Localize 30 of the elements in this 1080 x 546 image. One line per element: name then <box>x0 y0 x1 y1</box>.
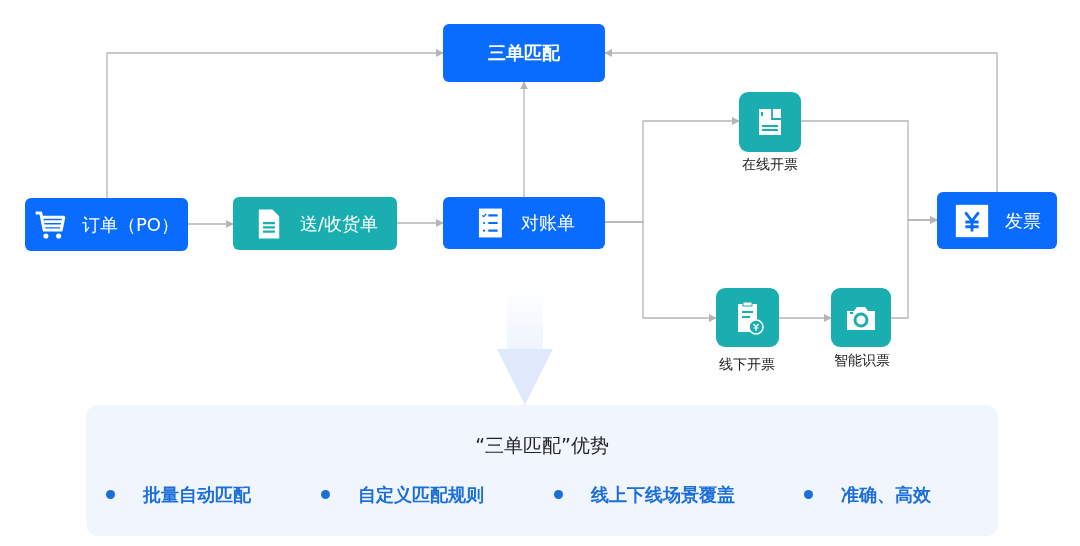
panel-title: “三单匹配”优势 <box>474 433 610 458</box>
bullet-item: 线上下线场景覆盖 <box>554 483 735 507</box>
arrow <box>396 219 444 227</box>
node-caption: 智能识票 <box>834 352 890 370</box>
arrow <box>520 81 528 198</box>
arrow <box>778 314 832 322</box>
process-box <box>937 192 1057 249</box>
bullet-item: 批量自动匹配 <box>106 483 251 507</box>
process-box <box>25 198 188 251</box>
arrow <box>604 49 998 193</box>
arrow <box>187 220 234 228</box>
panel-background <box>86 405 998 536</box>
node-caption: 线下开票 <box>719 356 775 374</box>
node-caption: 在线开票 <box>742 156 798 174</box>
box-label: 送/收货单 <box>299 211 379 236</box>
process-box <box>233 197 397 250</box>
process-box <box>443 197 605 249</box>
icon-tile <box>739 92 801 152</box>
process-box <box>443 24 605 82</box>
bullet-item: 准确、高效 <box>804 483 931 507</box>
bullet-item: 自定义匹配规则 <box>321 483 484 507</box>
icon-tile <box>831 288 891 347</box>
box-label: 对账单 <box>521 211 575 235</box>
box-label: 发票 <box>1005 208 1041 233</box>
arrow <box>604 221 717 322</box>
icon-tile <box>716 288 779 347</box>
box-label: 订单（PO） <box>82 212 179 237</box>
box-label: 三单匹配 <box>488 41 560 65</box>
arrow <box>106 49 444 199</box>
arrow <box>890 216 938 319</box>
